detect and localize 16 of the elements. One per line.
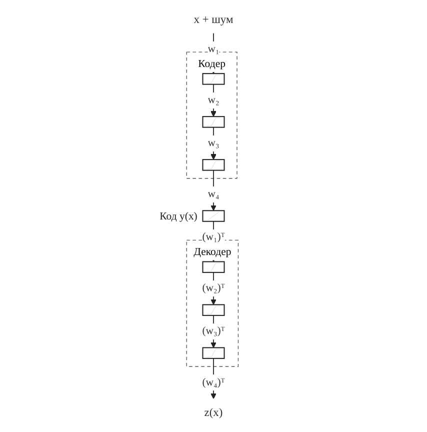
edge-label: (w₁)ᵀ <box>202 231 225 243</box>
edge-label: w₃ <box>208 137 220 149</box>
node-caption: Код y(x) <box>160 210 198 222</box>
node-text: z(x) <box>204 406 223 419</box>
edge-label: w₄ <box>208 188 220 200</box>
edge-label: (w₃)ᵀ <box>202 326 225 337</box>
edge-label: (w₄)ᵀ <box>202 376 225 388</box>
arrow <box>210 315 216 348</box>
arrow <box>210 126 216 160</box>
arrow <box>210 358 216 399</box>
edge-label: (w₂)ᵀ <box>202 282 225 294</box>
edge-label: w₂ <box>208 94 220 106</box>
arrow <box>210 84 216 117</box>
arrow <box>210 272 216 305</box>
node-text: x + шум <box>194 12 234 26</box>
edge-label: w₁ <box>208 43 220 55</box>
